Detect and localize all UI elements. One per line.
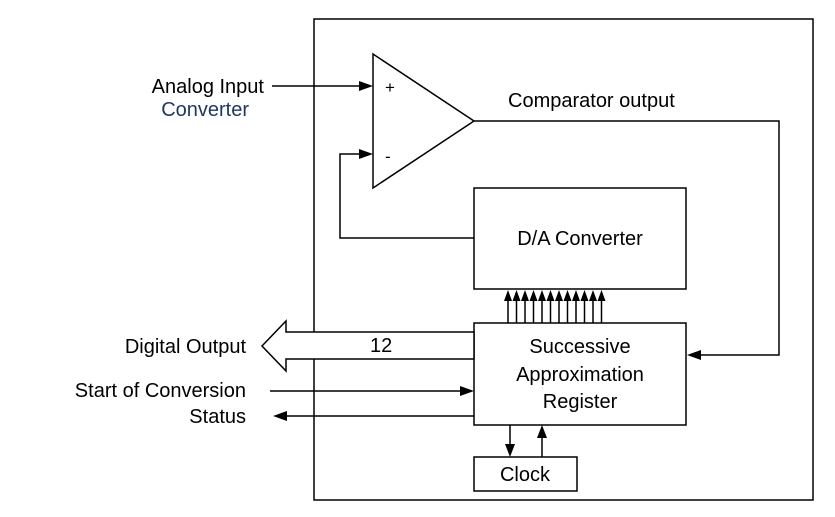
sar-label-line1: Successive	[529, 336, 630, 358]
sar-label-line3: Register	[543, 391, 618, 413]
bus-arrowhead	[563, 290, 572, 301]
dac-feedback-line	[339, 153, 474, 239]
comparator-output-line	[474, 120, 780, 356]
bus-arrowhead	[555, 290, 563, 301]
bus-arrowhead	[521, 290, 529, 301]
bus-width-label: 12	[370, 335, 392, 357]
sar-to-dac-bus	[504, 290, 606, 323]
status-arrowhead	[273, 411, 287, 421]
bus-arrowhead	[597, 290, 606, 301]
converter-label: Converter	[161, 99, 249, 121]
bus-arrowhead	[546, 290, 555, 301]
comparator-output-arrowhead	[687, 350, 701, 360]
clock-to-sar-arrowhead	[537, 425, 547, 438]
dac-label: D/A Converter	[517, 228, 643, 250]
status-label: Status	[189, 406, 246, 428]
bus-arrowhead	[580, 290, 589, 301]
sar-block	[473, 322, 687, 426]
bus-arrowhead	[529, 290, 538, 301]
comparator-triangle	[372, 52, 476, 190]
analog-input-arrowhead	[359, 81, 373, 91]
dac-feedback-arrowhead	[359, 149, 373, 159]
clock-block	[473, 456, 578, 492]
start-of-conversion-arrowhead	[460, 386, 474, 396]
digital-output-arrow	[260, 319, 475, 373]
sar-label-line2: Approximation	[516, 364, 644, 386]
bus-arrowhead	[512, 290, 521, 301]
comparator-minus-label: -	[385, 147, 391, 166]
analog-input-label: Analog Input	[152, 76, 265, 98]
dac-block	[473, 187, 687, 290]
clock-label: Clock	[500, 464, 551, 486]
bus-arrowhead	[538, 290, 546, 301]
bus-arrowhead	[589, 290, 597, 301]
adc-enclosure	[313, 18, 814, 501]
sar-to-clock-arrowhead	[505, 444, 515, 457]
comparator-output-label: Comparator output	[508, 90, 675, 112]
bus-arrowhead	[572, 290, 580, 301]
digital-output-label: Digital Output	[125, 336, 247, 358]
comparator-plus-label: +	[385, 78, 395, 97]
start-of-conversion-label: Start of Conversion	[75, 380, 246, 402]
bus-arrowhead	[504, 290, 512, 301]
